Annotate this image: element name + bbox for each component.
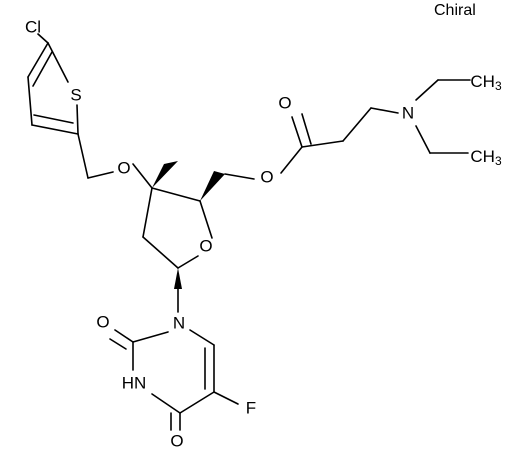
bond — [37, 33, 49, 44]
atom-o-uracil-4: O — [170, 432, 183, 451]
bond — [415, 79, 439, 101]
bond — [132, 331, 169, 343]
bond — [47, 42, 69, 83]
bond — [280, 146, 303, 174]
wedge-bond — [152, 161, 178, 188]
atom-labels: Cl S O O O O N CH3 CH3 O N HN O F — [25, 18, 502, 451]
chiral-flag: Chiral — [434, 2, 476, 19]
bond — [301, 113, 312, 145]
atom-o-uracil-2: O — [96, 313, 109, 332]
stereo-wedges — [152, 161, 225, 289]
bond — [109, 338, 127, 350]
atom-o-ether: O — [117, 159, 130, 178]
bond — [151, 393, 181, 414]
wedge-bond — [200, 171, 225, 201]
bond — [32, 51, 53, 87]
atom-o-ring: O — [199, 237, 212, 256]
bond — [87, 171, 114, 179]
bond — [142, 236, 179, 269]
atom-ch3-top: CH3 — [470, 72, 502, 94]
bond — [76, 104, 79, 135]
atom-n1: N — [173, 314, 185, 333]
bond — [189, 329, 215, 346]
bond — [199, 200, 213, 239]
bond — [213, 391, 239, 405]
bond — [132, 163, 153, 189]
atom-o-carbonyl: O — [278, 94, 291, 113]
bond — [33, 114, 74, 124]
wedge-bond — [174, 268, 182, 289]
atom-f: F — [246, 399, 256, 418]
bond — [415, 125, 431, 154]
atom-nh: HN — [122, 374, 147, 393]
bond — [224, 173, 255, 180]
bond — [151, 187, 201, 202]
bond — [301, 140, 344, 148]
bond — [177, 255, 199, 269]
bond — [77, 133, 89, 179]
atom-o-ester: O — [260, 168, 273, 187]
bond — [291, 116, 303, 148]
bond — [179, 391, 215, 414]
bond — [370, 107, 399, 114]
atom-cl: Cl — [25, 18, 41, 37]
bonds — [27, 33, 471, 431]
atom-s: S — [70, 86, 81, 105]
bond — [142, 187, 153, 238]
bond — [342, 107, 372, 142]
bond — [27, 42, 49, 78]
atom-n-amine: N — [402, 104, 414, 123]
bond — [114, 329, 134, 343]
bond — [27, 76, 33, 126]
bond — [31, 124, 79, 135]
atom-ch3-bottom: CH3 — [470, 147, 502, 169]
